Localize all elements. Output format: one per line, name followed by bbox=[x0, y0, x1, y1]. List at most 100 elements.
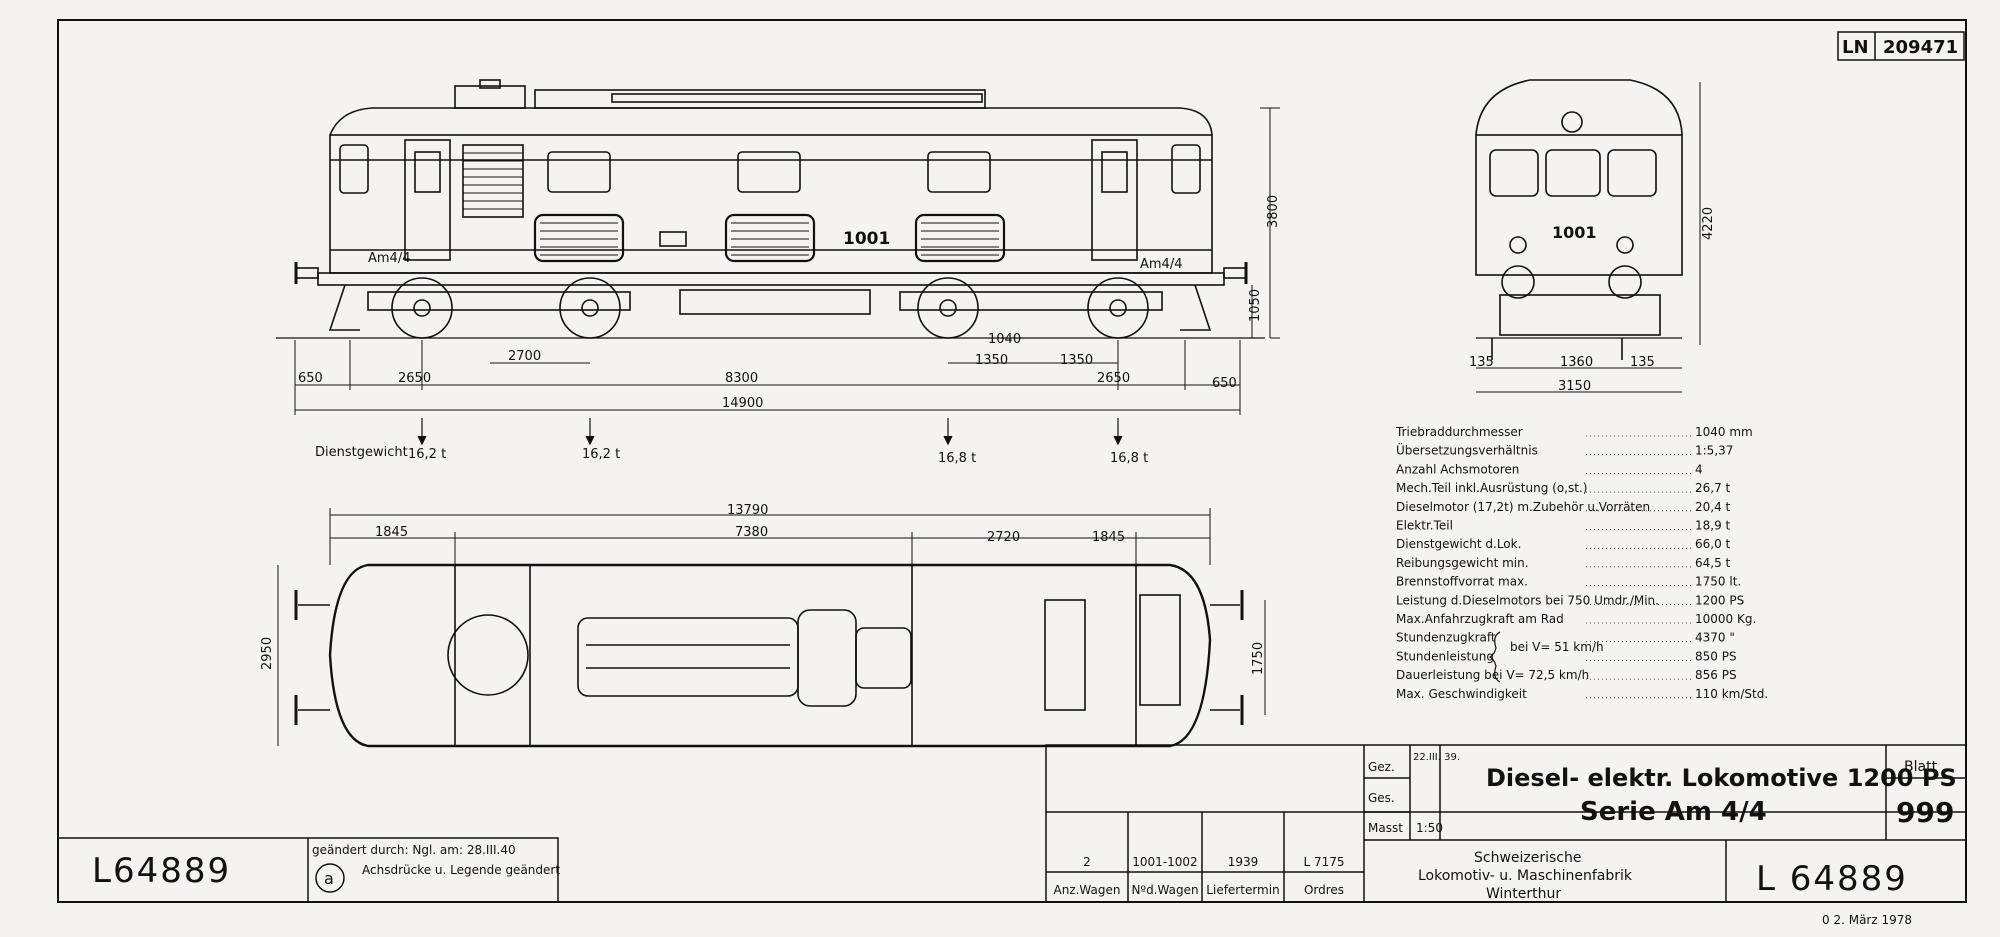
spec-value: 64,5 t bbox=[1695, 556, 1731, 570]
spec-value: 1200 PS bbox=[1695, 593, 1744, 607]
spec-label: Anzahl Achsmotoren bbox=[1396, 462, 1519, 476]
spec-label: Triebraddurchmesser bbox=[1395, 425, 1523, 439]
dim-14900: 14900 bbox=[722, 396, 763, 411]
plan-dim-2720: 2720 bbox=[987, 530, 1020, 545]
spec-value: 4370 " bbox=[1695, 631, 1735, 645]
spec-value: 10000 Kg. bbox=[1695, 612, 1756, 626]
spec-brace bbox=[1488, 631, 1501, 683]
spec-value: 850 PS bbox=[1695, 649, 1737, 663]
spec-label: Mech.Teil inkl.Ausrüstung (o,st.) bbox=[1396, 481, 1587, 495]
side-class-left: Am4/4 bbox=[368, 251, 410, 266]
dim-2700: 2700 bbox=[508, 349, 541, 364]
spec-value: 4 bbox=[1695, 462, 1703, 476]
dim-1350-a: 1350 bbox=[975, 353, 1008, 368]
plan-dim-1750: 1750 bbox=[1251, 642, 1266, 675]
side-class-right: Am4/4 bbox=[1140, 257, 1182, 272]
plan-dim-1845-left: 1845 bbox=[375, 525, 408, 540]
spec-value: 26,7 t bbox=[1695, 481, 1731, 495]
front-dimension-lines bbox=[1476, 82, 1701, 393]
order-header: Ordres bbox=[1304, 883, 1344, 897]
revision-circle bbox=[315, 863, 345, 893]
order-header: Nºd.Wagen bbox=[1131, 883, 1198, 897]
spec-label: Reibungsgewicht min. bbox=[1396, 556, 1529, 570]
sheet-border bbox=[57, 19, 1967, 903]
blatt-number: 999 bbox=[1896, 796, 1954, 829]
ln-reference: LN 209471 bbox=[1837, 31, 1965, 61]
side-elevation-view bbox=[276, 79, 1265, 339]
spec-label: Max.Anfahrzugkraft am Rad bbox=[1396, 612, 1564, 626]
spec-label: Elektr.Teil bbox=[1396, 519, 1453, 533]
weights-label: Dienstgewicht bbox=[315, 445, 408, 460]
spec-value: 1:5,37 bbox=[1695, 444, 1733, 458]
front-loco-number: 1001 bbox=[1552, 223, 1597, 242]
drawing-number-right: L 64889 bbox=[1756, 859, 1908, 899]
dim-650-right: 650 bbox=[1212, 376, 1237, 391]
spec-value: 66,0 t bbox=[1695, 537, 1731, 551]
front-dim-4220: 4220 bbox=[1701, 207, 1716, 240]
dim-2650-right: 2650 bbox=[1097, 371, 1130, 386]
plan-dimension-lines bbox=[277, 508, 1266, 746]
date-stamp: 0 2. März 1978 bbox=[1822, 913, 1912, 927]
order-header: Liefertermin bbox=[1206, 883, 1279, 897]
order-value: 1001-1002 bbox=[1132, 855, 1197, 869]
weight-axle-2: 16,2 t bbox=[582, 447, 620, 462]
spec-label: Brennstoffvorrat max. bbox=[1396, 575, 1528, 589]
blatt-label: Blatt bbox=[1904, 759, 1938, 775]
spec-label: Übersetzungsverhältnis bbox=[1396, 442, 1538, 458]
company-line-1: Schweizerische bbox=[1474, 850, 1582, 866]
ln-number: 209471 bbox=[1883, 37, 1958, 58]
weight-axle-3: 16,8 t bbox=[938, 451, 976, 466]
dim-1350-b: 1350 bbox=[1060, 353, 1093, 368]
gez-label: Gez. bbox=[1368, 760, 1395, 774]
spec-value: 1750 lt. bbox=[1695, 575, 1741, 589]
axle-load-arrows bbox=[417, 418, 1123, 446]
revision-letter: a bbox=[324, 869, 334, 888]
title-block bbox=[1045, 744, 1967, 903]
masst-label: Masst bbox=[1368, 821, 1403, 835]
front-elevation-view bbox=[1475, 79, 1683, 360]
front-dim-135-left: 135 bbox=[1469, 355, 1494, 370]
ges-label: Ges. bbox=[1368, 791, 1395, 805]
spec-brace-label: bei V= 51 km/h bbox=[1510, 640, 1604, 654]
revision-block bbox=[57, 837, 559, 903]
side-loco-number: 1001 bbox=[843, 229, 890, 249]
spec-label: Stundenleistung bbox=[1396, 649, 1494, 663]
weight-axle-4: 16,8 t bbox=[1110, 451, 1148, 466]
drawing-number-left: L64889 bbox=[92, 851, 231, 891]
spec-label: Leistung d.Dieselmotors bei 750 Umdr./Mi… bbox=[1396, 593, 1659, 607]
order-value: 2 bbox=[1083, 855, 1091, 869]
spec-value: 18,9 t bbox=[1695, 519, 1731, 533]
dim-axle-1050: 1050 bbox=[1248, 289, 1263, 322]
front-dim-3150: 3150 bbox=[1558, 379, 1591, 394]
plan-dim-1845-right: 1845 bbox=[1092, 530, 1125, 545]
spec-value: 110 km/Std. bbox=[1695, 687, 1768, 701]
plan-dim-13790: 13790 bbox=[727, 503, 768, 518]
revision-line-1: geändert durch: Ngl. am: 28.III.40 bbox=[312, 843, 516, 857]
gez-date: 22.III. 39. bbox=[1413, 752, 1460, 763]
weight-axle-1: 16,2 t bbox=[408, 447, 446, 462]
revision-line-2: Achsdrücke u. Legende geändert bbox=[362, 863, 560, 877]
plan-view bbox=[294, 563, 1244, 748]
ln-label: LN bbox=[1842, 37, 1869, 58]
dim-2650-left: 2650 bbox=[398, 371, 431, 386]
spec-label: Stundenzugkraft bbox=[1396, 631, 1496, 645]
order-value: 1939 bbox=[1228, 855, 1259, 869]
drawing-series: Serie Am 4/4 bbox=[1580, 797, 1767, 827]
plan-dim-2950: 2950 bbox=[260, 637, 275, 670]
dim-1040: 1040 bbox=[988, 332, 1021, 347]
order-value: L 7175 bbox=[1303, 855, 1344, 869]
company-line-3: Winterthur bbox=[1486, 886, 1561, 902]
spec-label: Dienstgewicht d.Lok. bbox=[1396, 537, 1521, 551]
dim-650-left: 650 bbox=[298, 371, 323, 386]
order-header: Anz.Wagen bbox=[1054, 883, 1121, 897]
plan-dim-7380: 7380 bbox=[735, 525, 768, 540]
side-dimension-lines bbox=[294, 107, 1280, 415]
front-dim-1360: 1360 bbox=[1560, 355, 1593, 370]
dim-8300: 8300 bbox=[725, 371, 758, 386]
spec-label: Dieselmotor (17,2t) m.Zubehör u.Vorräten bbox=[1396, 500, 1650, 514]
company-line-2: Lokomotiv- u. Maschinenfabrik bbox=[1418, 868, 1633, 884]
spec-value: 856 PS bbox=[1695, 668, 1737, 682]
